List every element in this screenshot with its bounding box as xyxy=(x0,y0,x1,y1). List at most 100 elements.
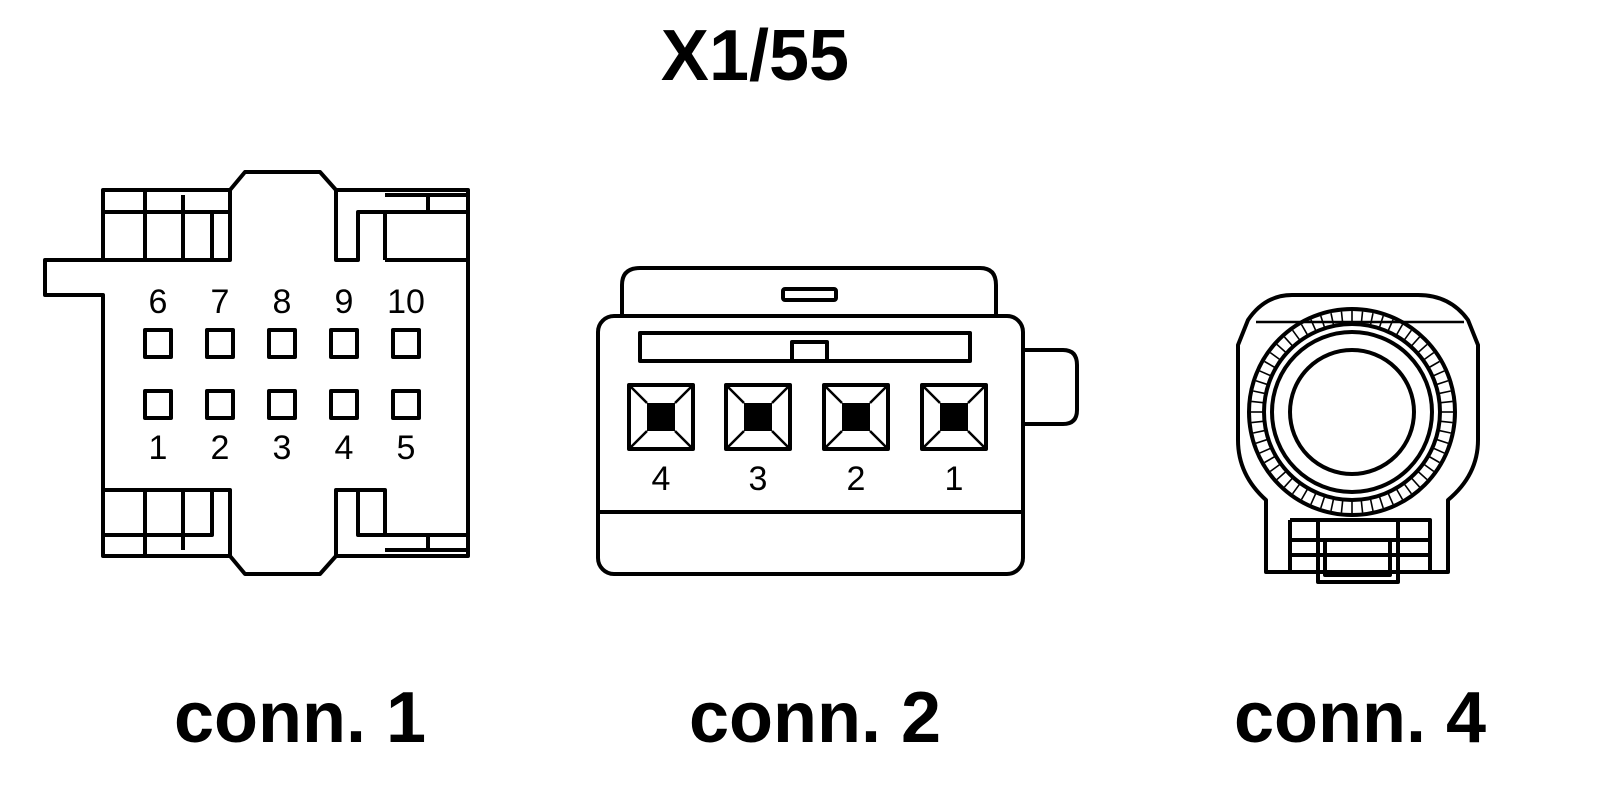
connector-4-knurl-tick xyxy=(1422,351,1435,361)
connector-4-knurl-tick xyxy=(1439,420,1453,424)
connector-4-knurl-tick xyxy=(1320,495,1326,509)
connector-4-knurl-tick xyxy=(1264,455,1277,464)
connector-2-pin-chamfer xyxy=(628,384,694,450)
connector-4-knurl-tick xyxy=(1300,324,1309,337)
connector-2-side-tab xyxy=(1023,348,1079,426)
connector-4-label: conn. 4 xyxy=(1234,678,1486,758)
connector-1-pin-label: 7 xyxy=(211,283,230,321)
connector-1-pin-label: 10 xyxy=(387,283,425,321)
connector-4-knurl-tick xyxy=(1255,380,1269,386)
connector-2-pin-label: 2 xyxy=(847,460,866,498)
connector-4-knurl-tick xyxy=(1369,313,1374,327)
connector-4-knurl-tick xyxy=(1340,311,1344,325)
connector-4-knurl-tick xyxy=(1395,487,1404,500)
connector-4-outer-ring xyxy=(1247,307,1457,517)
connector-4-knurl-tick xyxy=(1259,447,1272,454)
connector-1-pin-label: 3 xyxy=(273,429,292,467)
connector-2-pin-contact xyxy=(744,403,772,431)
connector-4-knurl-tick xyxy=(1410,476,1421,488)
connector-1-pin-cavity xyxy=(329,389,359,420)
connector-2-body xyxy=(596,314,1025,576)
connector-4-knurl-tick xyxy=(1300,487,1309,500)
connector-4-knurl-tick xyxy=(1264,360,1277,369)
connector-2-pin-label: 1 xyxy=(945,460,964,498)
connector-4-knurl-tick xyxy=(1395,324,1404,337)
connector-1-pin-label: 2 xyxy=(211,429,230,467)
connector-4-knurl-tick xyxy=(1310,319,1317,332)
connector-2-lock-key xyxy=(790,340,829,363)
connector-4-knurl-tick xyxy=(1432,370,1445,377)
connector-4-knurl-tick xyxy=(1253,429,1267,434)
connector-4-knurl-tick xyxy=(1369,497,1374,511)
connector-4-knurl-tick xyxy=(1437,429,1451,434)
connector-4-knurl-tick xyxy=(1403,482,1413,495)
connector-2-top-housing xyxy=(620,266,998,318)
connector-2-pin-cavity xyxy=(627,383,695,451)
connector-2-pin-label: 3 xyxy=(749,460,768,498)
connector-4-knurl-tick xyxy=(1437,390,1451,395)
connector-1-pin-label: 9 xyxy=(335,283,354,321)
connector-1-label: conn. 1 xyxy=(174,678,426,758)
connector-1-pin-cavity xyxy=(267,389,297,420)
connector-2-key-slot xyxy=(781,287,838,302)
connector-4-knurl-tick xyxy=(1253,390,1267,395)
connector-2-pin-cavity xyxy=(724,383,792,451)
connector-2-pin-contact xyxy=(647,403,675,431)
connector-4-knurl-tick xyxy=(1320,315,1326,329)
connector-4-knurl-tick xyxy=(1427,360,1440,369)
connector-4-knurl-tick xyxy=(1435,380,1449,386)
connector-2-pin-contact xyxy=(940,403,968,431)
connector-4-knurl-tick xyxy=(1269,351,1282,361)
connector-4-knurl-tick xyxy=(1255,438,1269,444)
connector-4-knurl-tick xyxy=(1422,463,1435,473)
connector-1-pin-label: 5 xyxy=(397,429,416,467)
connector-4-knurl-tick xyxy=(1410,336,1421,348)
connector-2-lock-bar xyxy=(638,331,972,363)
connector-1-pin-cavity xyxy=(143,328,173,359)
connector-4-knurl-tick xyxy=(1416,343,1428,354)
connector-2-pin-cavity xyxy=(920,383,988,451)
connector-4-knurl-tick xyxy=(1276,470,1288,481)
connector-4-knurl-tick xyxy=(1276,343,1288,354)
connector-1-pin-cavity xyxy=(205,389,235,420)
connector-2-pin-cavity xyxy=(822,383,890,451)
connector-4-inner-ring xyxy=(1270,330,1434,494)
connector-4-socket xyxy=(1288,348,1416,476)
connector-4-knurl-tick xyxy=(1283,336,1294,348)
connector-1-pin-cavity xyxy=(143,389,173,420)
connector-2-label: conn. 2 xyxy=(689,678,941,758)
connector-4-body xyxy=(1236,293,1480,574)
connector-4-knurl-tick xyxy=(1251,400,1265,404)
connector-1-pin-label: 6 xyxy=(149,283,168,321)
connector-4-knurl-tick xyxy=(1310,492,1317,505)
connector-2: 4 3 2 1 xyxy=(596,266,1079,576)
connector-4-knurl-tick xyxy=(1251,420,1265,424)
connector-1-pin-cavity xyxy=(267,328,297,359)
connector-4-knurl-tick xyxy=(1340,499,1344,513)
connector-4-knurl-tick xyxy=(1259,370,1272,377)
connector-1-pin-label: 1 xyxy=(149,429,168,467)
connector-4-knurl-tick xyxy=(1403,329,1413,342)
connector-4-knurl-tick xyxy=(1291,329,1301,342)
connector-1-bottom-latch xyxy=(103,488,468,556)
connector-4-knurl-tick xyxy=(1439,400,1453,404)
connector-4-knurl-tick xyxy=(1360,311,1364,325)
connector-2-pin-label: 4 xyxy=(652,460,671,498)
connector-1-pin-cavity xyxy=(205,328,235,359)
connector-2-pin-contact xyxy=(842,403,870,431)
connector-4 xyxy=(1236,293,1480,584)
connector-4-knurl-tick xyxy=(1435,438,1449,444)
connector-2-pin-row: 4 3 2 1 xyxy=(627,383,988,498)
connector-4-knurl-tick xyxy=(1387,319,1394,332)
connector-1-top-latch xyxy=(103,190,468,262)
connector-4-knurling xyxy=(1251,311,1453,513)
connector-4-knurl-tick xyxy=(1378,495,1384,509)
connector-4-latch xyxy=(1288,518,1432,584)
connector-1-pin-cavity xyxy=(329,328,359,359)
connector-2-pin-chamfer xyxy=(725,384,791,450)
connector-4-knurl-tick xyxy=(1269,463,1282,473)
connector-1-body xyxy=(43,170,470,576)
connector-4-knurl-tick xyxy=(1291,482,1301,495)
